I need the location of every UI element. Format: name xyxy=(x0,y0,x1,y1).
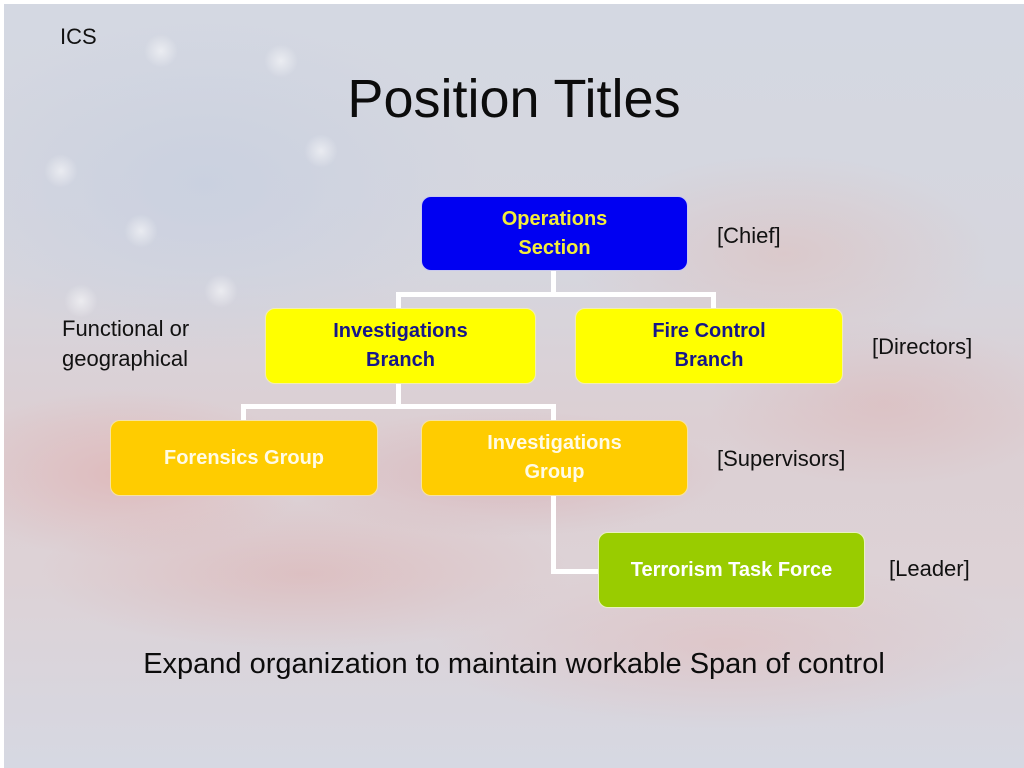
node-label-line2: Section xyxy=(518,236,591,259)
flag-star-decoration xyxy=(44,154,78,188)
footer-statement: Expand organization to maintain workable… xyxy=(143,648,885,680)
node-label-line1: Fire Control xyxy=(652,320,766,342)
flag-star-decoration xyxy=(304,134,338,168)
supervisors-label: [Supervisors] xyxy=(717,446,846,471)
corner-label: ICS xyxy=(60,24,97,49)
connector-section-to-branches xyxy=(551,270,556,296)
node-label-line2: Group xyxy=(524,461,585,483)
operations-section-node: Operations Section xyxy=(421,196,688,271)
investigations-group-node: Investigations Group xyxy=(421,420,688,496)
chief-label: [Chief] xyxy=(717,223,781,248)
flag-star-decoration xyxy=(144,34,178,68)
node-label: Forensics Group xyxy=(163,446,325,469)
connector-group-to-task-force xyxy=(551,494,556,574)
node-label-line2: Branch xyxy=(366,349,435,371)
flag-star-decoration xyxy=(124,214,158,248)
directors-label: [Directors] xyxy=(872,334,973,359)
leader-label: [Leader] xyxy=(889,556,970,581)
node-label-line2: Branch xyxy=(674,349,744,371)
connector-groups-horizontal xyxy=(241,404,556,409)
connector-to-fire-control-branch xyxy=(711,292,716,310)
connector-to-investigations-group xyxy=(551,404,556,422)
connector-branches-horizontal xyxy=(396,292,716,297)
flag-star-decoration xyxy=(264,44,298,78)
node-label-line1: Investigations xyxy=(333,320,468,342)
flag-star-decoration xyxy=(204,274,238,308)
node-label: Terrorism Task Force xyxy=(630,558,833,581)
slide: ICS Position Titles Operations Section I… xyxy=(4,4,1024,768)
connector-task-force-horizontal xyxy=(551,569,601,574)
connector-branch-to-groups xyxy=(396,382,401,408)
node-label-line1: Operations xyxy=(501,207,608,230)
node-label-line1: Investigations xyxy=(487,432,622,454)
forensics-group-node: Forensics Group xyxy=(110,420,378,496)
fire-control-branch-node: Fire Control Branch xyxy=(575,308,843,384)
connector-to-investigations-branch xyxy=(396,292,401,310)
flag-star-decoration xyxy=(64,284,98,318)
terrorism-task-force-node: Terrorism Task Force xyxy=(598,532,865,608)
annotation-line1: Functional or xyxy=(62,316,190,341)
functional-annotation: Functional or geographical xyxy=(62,314,189,374)
investigations-branch-node: Investigations Branch xyxy=(265,308,536,384)
annotation-line2: geographical xyxy=(62,346,188,371)
slide-title: Position Titles xyxy=(347,69,681,129)
connector-to-forensics-group xyxy=(241,404,246,422)
